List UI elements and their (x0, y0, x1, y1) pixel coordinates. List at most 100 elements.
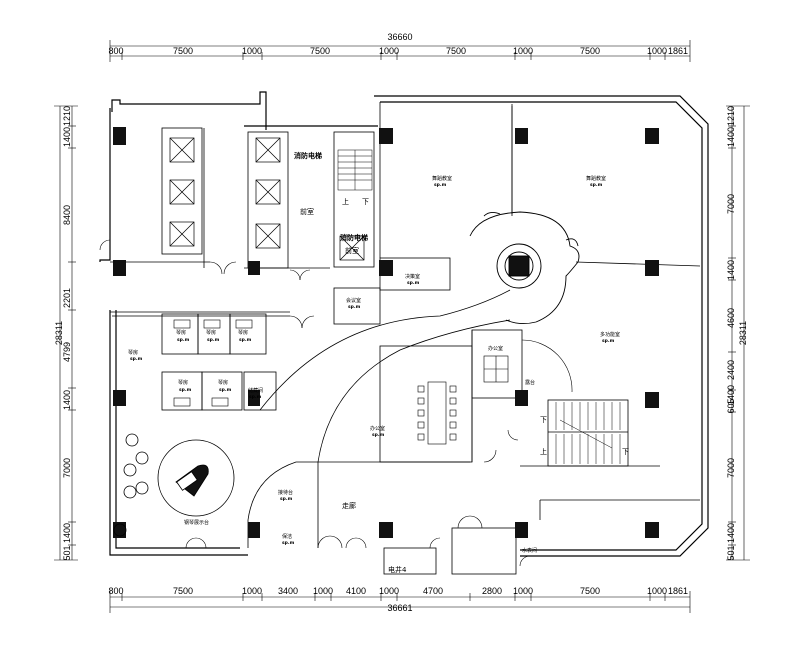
area-storage: sp.m (249, 395, 262, 400)
right-dim-1: 1210 (726, 106, 736, 126)
top-dim-9: 1000 (647, 46, 667, 56)
label-reception: 接待台 (278, 489, 293, 496)
area-reception: sp.m (280, 497, 293, 502)
top-dim-5: 1000 (379, 46, 399, 56)
outer-walls (99, 91, 709, 557)
right-dim-8: 605 (726, 398, 736, 413)
left-dim-7: 7000 (62, 458, 72, 478)
label-piano-room-e: 琴房 (178, 379, 188, 386)
bottom-dim-1: 800 (108, 586, 123, 596)
right-dim-2: 1400 (726, 127, 736, 147)
left-dim-1: 1210 (62, 106, 72, 126)
right-dim-4: 1400 (726, 260, 736, 280)
area-piano-room-f: sp.m (219, 388, 232, 393)
top-dim-3: 1000 (242, 46, 262, 56)
left-dim-6: 1400 (62, 390, 72, 410)
piano-exhibit (113, 433, 235, 537)
label-meeting-room: 会议室 (346, 297, 361, 304)
right-dim-9: 7000 (726, 458, 736, 478)
right-dim-5: 4600 (726, 308, 736, 328)
area-cleaning: sp.m (282, 541, 295, 546)
label-piano-room-a: 琴房 (128, 349, 138, 356)
top-dim-2: 7500 (173, 46, 193, 56)
area-meeting-room: sp.m (348, 305, 361, 310)
label-walkway: 走廊 (342, 501, 356, 510)
label-piano-room-d: 琴房 (238, 329, 248, 336)
label-fire-elevator-b: 消防电梯 (340, 233, 368, 242)
bottom-dim-6: 4100 (346, 586, 366, 596)
top-dim-6: 7500 (446, 46, 466, 56)
bottom-dim-5: 1000 (313, 586, 333, 596)
area-piano-room-e: sp.m (179, 388, 192, 393)
area-multi-room: sp.m (602, 339, 615, 344)
bottom-dimension-chain (109, 591, 691, 613)
left-dim-2: 1400 (62, 127, 72, 147)
label-piano-room-f: 琴房 (218, 379, 228, 386)
label-decision-room: 决策室 (405, 273, 420, 280)
bottom-dim-2: 7500 (173, 586, 193, 596)
label-piano-room-b: 琴房 (176, 329, 186, 336)
area-piano-room-d: sp.m (239, 338, 252, 343)
right-dim-3: 7000 (726, 194, 736, 214)
area-classroom-b: sp.m (590, 183, 603, 188)
structural-columns (113, 127, 659, 538)
label-classroom-b: 舞蹈教室 (586, 175, 606, 182)
label-stair-down: 下 (362, 198, 369, 206)
top-total-dim: 36660 (387, 32, 412, 42)
area-decision-room: sp.m (407, 281, 420, 286)
label-classroom-a: 舞蹈教室 (432, 175, 452, 182)
core-stair (337, 149, 373, 191)
left-dim-5: 4799 (62, 342, 72, 362)
bottom-dim-3: 1000 (242, 586, 262, 596)
label-storage: 储藏间 (248, 387, 263, 394)
top-dimension-chain (109, 40, 691, 62)
label-lobby: 前室 (300, 207, 314, 216)
label-stair-down-c: 下 (622, 448, 629, 456)
bottom-dim-9: 2800 (482, 586, 502, 596)
area-classroom-a: sp.m (434, 183, 447, 188)
bottom-dim-11: 7500 (580, 586, 600, 596)
right-stair-treads (555, 402, 621, 464)
label-staff-room: 办公室 (370, 425, 385, 432)
left-dim-8: 1400 (62, 523, 72, 543)
top-dim-7: 1000 (513, 46, 533, 56)
label-office-a: 办公室 (488, 345, 503, 352)
label-stair-up-b: 上 (540, 447, 547, 456)
right-dimension-chain (726, 105, 750, 561)
right-total-dim: 28311 (738, 321, 748, 345)
label-piano-exhibit: 钢琴展示台 (184, 519, 209, 526)
left-dim-4: 2201 (62, 288, 72, 308)
area-piano-room-a: sp.m (130, 357, 143, 362)
bottom-total-dim: 36661 (387, 603, 412, 613)
label-multi-room: 多功能室 (600, 331, 620, 338)
doors (99, 239, 573, 567)
label-shaft: 电井4 (388, 565, 407, 574)
right-dim-11: 501 (726, 545, 736, 560)
bottom-dim-12: 1000 (647, 586, 667, 596)
right-dim-7: 1400 (726, 385, 736, 405)
left-dim-9: 501 (62, 545, 72, 560)
elevator-cars (169, 137, 365, 261)
label-balcony: 露台 (525, 379, 535, 386)
label-cleaning: 保洁 (282, 533, 292, 540)
left-dimension-chain (54, 105, 78, 561)
bottom-dim-13: 1861 (668, 586, 688, 596)
label-fire-elevator: 消防电梯 (294, 151, 322, 160)
left-dim-3: 8400 (62, 205, 72, 225)
bottom-dim-7: 1000 (379, 586, 399, 596)
atrium (469, 211, 580, 325)
right-dim-10: 1400 (726, 523, 736, 543)
area-piano-room-c: sp.m (207, 338, 220, 343)
top-dim-4: 7500 (310, 46, 330, 56)
label-stair-down-b: 下 (540, 416, 547, 424)
top-dim-10: 1861 (668, 46, 688, 56)
label-water-room: 水表间 (522, 547, 537, 554)
label-fire-lobby-b: 前室 (345, 246, 359, 255)
left-total-dim: 28311 (54, 321, 64, 345)
bottom-dim-4: 3400 (278, 586, 298, 596)
office-desks (173, 319, 509, 407)
top-dim-8: 7500 (580, 46, 600, 56)
top-dim-1: 800 (108, 46, 123, 56)
bottom-dim-8: 4700 (423, 586, 443, 596)
area-staff-room: sp.m (372, 433, 385, 438)
